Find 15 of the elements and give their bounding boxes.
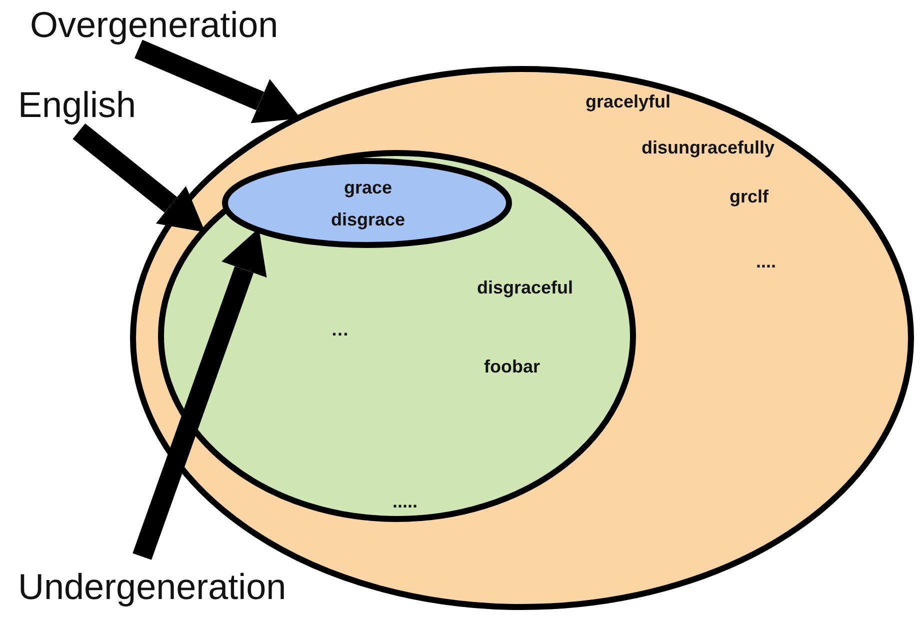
set-label: Overgeneration [30, 4, 278, 45]
word-text: .... [756, 252, 776, 272]
arrow [134, 40, 301, 124]
word-text: grace [344, 178, 392, 198]
word-text: disungracefully [641, 138, 775, 158]
word-text: disgraceful [476, 278, 574, 298]
word-text: grclf [730, 186, 768, 208]
set-label: English [18, 84, 136, 125]
set-label: Undergeneration [18, 566, 286, 607]
word-text: ..... [392, 492, 418, 512]
arrow [72, 123, 206, 232]
word-text: disgrace [330, 210, 406, 230]
word-text: gracelyful [585, 92, 671, 112]
word-text: … [331, 320, 349, 340]
word-text: foobar [484, 356, 540, 378]
